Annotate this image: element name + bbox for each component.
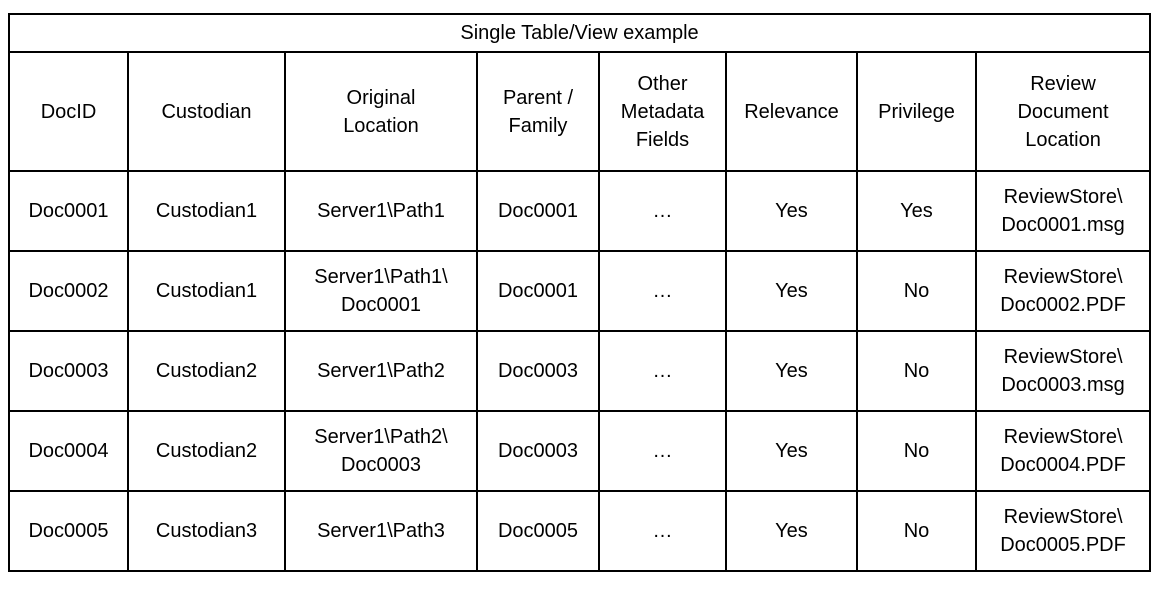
cell-privilege: No bbox=[856, 330, 977, 412]
cell-docid: Doc0003 bbox=[8, 330, 129, 412]
column-header-row: DocID Custodian Original Location Parent… bbox=[8, 51, 1152, 172]
cell-privilege: No bbox=[856, 490, 977, 572]
cell-other-metadata: … bbox=[598, 330, 727, 412]
cell-original-location: Server1\Path1 bbox=[284, 170, 478, 252]
cell-original-location: Server1\Path3 bbox=[284, 490, 478, 572]
cell-original-location: Server1\Path2 bbox=[284, 330, 478, 412]
cell-other-metadata: … bbox=[598, 170, 727, 252]
cell-other-metadata: … bbox=[598, 250, 727, 332]
table-row: Doc0004 Custodian2 Server1\Path2\ Doc000… bbox=[8, 410, 1152, 492]
column-header-other-metadata: Other Metadata Fields bbox=[598, 51, 727, 172]
table-title: Single Table/View example bbox=[7, 13, 1152, 53]
column-header-docid: DocID bbox=[8, 51, 129, 172]
cell-relevance: Yes bbox=[725, 250, 858, 332]
cell-review-location: ReviewStore\ Doc0002.PDF bbox=[974, 250, 1152, 332]
cell-docid: Doc0002 bbox=[8, 250, 129, 332]
table-title-row: Single Table/View example bbox=[7, 13, 1152, 53]
cell-custodian: Custodian2 bbox=[127, 330, 286, 412]
table-row: Doc0003 Custodian2 Server1\Path2 Doc0003… bbox=[8, 330, 1152, 412]
column-header-review-location: Review Document Location bbox=[974, 51, 1152, 172]
cell-custodian: Custodian3 bbox=[127, 490, 286, 572]
column-header-privilege: Privilege bbox=[856, 51, 977, 172]
cell-other-metadata: … bbox=[598, 490, 727, 572]
cell-docid: Doc0001 bbox=[8, 170, 129, 252]
cell-relevance: Yes bbox=[725, 330, 858, 412]
cell-review-location: ReviewStore\ Doc0003.msg bbox=[974, 330, 1152, 412]
cell-privilege: Yes bbox=[856, 170, 977, 252]
table-row: Doc0005 Custodian3 Server1\Path3 Doc0005… bbox=[8, 490, 1152, 572]
cell-parent-family: Doc0001 bbox=[476, 170, 600, 252]
cell-privilege: No bbox=[856, 250, 977, 332]
cell-parent-family: Doc0001 bbox=[476, 250, 600, 332]
column-header-custodian: Custodian bbox=[127, 51, 286, 172]
column-header-relevance: Relevance bbox=[725, 51, 858, 172]
column-header-original-location: Original Location bbox=[284, 51, 478, 172]
cell-review-location: ReviewStore\ Doc0005.PDF bbox=[974, 490, 1152, 572]
table-row: Doc0002 Custodian1 Server1\Path1\ Doc000… bbox=[8, 250, 1152, 332]
cell-parent-family: Doc0003 bbox=[476, 330, 600, 412]
cell-relevance: Yes bbox=[725, 410, 858, 492]
cell-review-location: ReviewStore\ Doc0001.msg bbox=[974, 170, 1152, 252]
metadata-table: Single Table/View example DocID Custodia… bbox=[7, 13, 1152, 572]
cell-other-metadata: … bbox=[598, 410, 727, 492]
cell-custodian: Custodian1 bbox=[127, 170, 286, 252]
cell-relevance: Yes bbox=[725, 490, 858, 572]
cell-review-location: ReviewStore\ Doc0004.PDF bbox=[974, 410, 1152, 492]
cell-parent-family: Doc0003 bbox=[476, 410, 600, 492]
cell-parent-family: Doc0005 bbox=[476, 490, 600, 572]
cell-original-location: Server1\Path2\ Doc0003 bbox=[284, 410, 478, 492]
cell-original-location: Server1\Path1\ Doc0001 bbox=[284, 250, 478, 332]
cell-custodian: Custodian1 bbox=[127, 250, 286, 332]
cell-relevance: Yes bbox=[725, 170, 858, 252]
cell-privilege: No bbox=[856, 410, 977, 492]
cell-docid: Doc0005 bbox=[8, 490, 129, 572]
cell-docid: Doc0004 bbox=[8, 410, 129, 492]
table-container: Single Table/View example DocID Custodia… bbox=[7, 13, 1152, 572]
column-header-parent-family: Parent / Family bbox=[476, 51, 600, 172]
cell-custodian: Custodian2 bbox=[127, 410, 286, 492]
table-row: Doc0001 Custodian1 Server1\Path1 Doc0001… bbox=[8, 170, 1152, 252]
